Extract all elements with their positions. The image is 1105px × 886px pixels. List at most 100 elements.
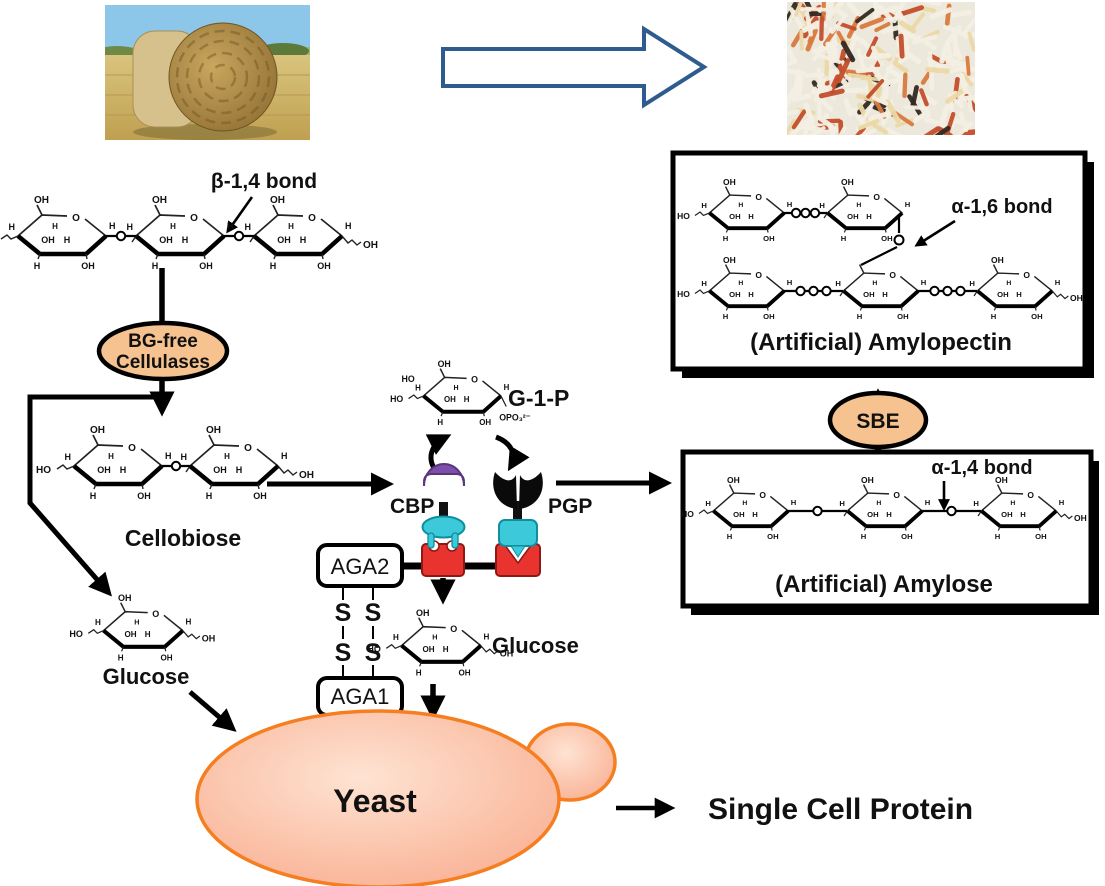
atom-label: OH [727, 475, 740, 485]
atom-label: O [450, 624, 457, 634]
sbe-enzyme [827, 390, 929, 450]
amylopectin-label: (Artificial) Amylopectin [750, 329, 1012, 356]
atom-label: H [866, 212, 872, 221]
atom-label: O [873, 192, 880, 202]
amylose-label: (Artificial) Amylose [775, 571, 993, 598]
atom-label: H [206, 491, 213, 501]
linker-tip [510, 545, 526, 558]
atom-label: HO [390, 394, 403, 404]
atom-label: OH [416, 608, 430, 618]
arrow-glucose-left-to-yeast [188, 690, 237, 732]
atom-label: OH [97, 465, 111, 475]
atom-label: H [145, 630, 151, 639]
pgp-stalk [513, 501, 522, 523]
linker-leg [427, 532, 435, 549]
atom-label: H [118, 653, 124, 662]
atom-label: H [748, 290, 754, 299]
atom-label: OH [847, 212, 858, 221]
pgp-linker [498, 519, 538, 547]
alpha14-bond-label: α-1,4 bond [931, 457, 1032, 479]
atom-label: OH [997, 290, 1008, 299]
atom-label: H [969, 279, 975, 288]
atom-label: OH [90, 425, 105, 436]
atom-label: H [872, 280, 877, 287]
atom-label: O [471, 375, 478, 385]
pgp-enzyme-right-lobe [519, 472, 543, 509]
atom-label: O [759, 490, 766, 500]
cbp-linker [421, 515, 466, 539]
atom-label: HO [681, 509, 694, 519]
atom-label: H [95, 618, 101, 627]
atom-label: HO [402, 374, 415, 384]
atom-label: OH [479, 418, 491, 427]
atom-label: OPO₃²⁻ [499, 413, 531, 423]
atom-label: H [841, 234, 847, 243]
atom-label: H [182, 235, 189, 245]
atom-label: H [270, 261, 277, 271]
atom-label: OH [206, 425, 221, 436]
bale-swirls [175, 29, 271, 125]
atom-label: O [755, 192, 762, 202]
bale-face [168, 22, 278, 132]
amylose-box [680, 449, 1094, 609]
s-label: S [365, 639, 382, 667]
atom-label: OH [733, 510, 744, 519]
yeast-label: Yeast [333, 783, 417, 819]
atom-label: OH [863, 290, 874, 299]
atom-label: H [152, 261, 159, 271]
aga2-label: AGA2 [331, 554, 390, 579]
atom-label: OH [1070, 293, 1083, 303]
atom-label: O [190, 213, 198, 224]
atom-label: OH [867, 510, 878, 519]
g1p-label: G-1-P [508, 385, 569, 411]
atom-label: HO [367, 644, 381, 654]
atom-label: H [835, 279, 841, 288]
atom-label: OH [152, 195, 167, 206]
atom-label: H [120, 465, 127, 475]
disulfide-lines [342, 587, 374, 678]
atom-label: O [308, 213, 316, 224]
atom-label: H [437, 418, 443, 427]
atom-label: H [787, 278, 793, 287]
atom-label: OH [81, 261, 95, 271]
atom-label: H [109, 221, 116, 231]
atom-label: H [738, 202, 743, 209]
atom-label: H [108, 452, 114, 461]
atom-label: OH [270, 195, 285, 206]
atom-label: H [1020, 510, 1026, 519]
linker-leg [451, 532, 459, 549]
atom-label: OH [438, 359, 451, 369]
atom-label: H [464, 395, 470, 404]
atom-label: OH [299, 470, 314, 481]
glucose-left-label: Glucose [103, 664, 190, 689]
atom-label: H [504, 383, 510, 392]
atom-label: OH [841, 177, 854, 187]
curved-arrow-g1p-to-pgp [494, 434, 530, 472]
atom-label: OH [253, 491, 267, 501]
atom-label: H [995, 532, 1001, 541]
atom-label: H [701, 201, 707, 210]
atom-label: O [1023, 270, 1030, 280]
atom-label: H [886, 510, 892, 519]
atom-label: OH [991, 255, 1004, 265]
atom-label: OH [881, 234, 892, 243]
atom-label: OH [767, 532, 778, 541]
atom-label: H [236, 465, 243, 475]
aga2-box [316, 543, 404, 588]
atom-label: O [1027, 490, 1034, 500]
rice-grains [775, 0, 985, 144]
atom-label: OH [500, 648, 514, 658]
atom-label: H [705, 499, 711, 508]
atom-label: OH [444, 395, 456, 404]
